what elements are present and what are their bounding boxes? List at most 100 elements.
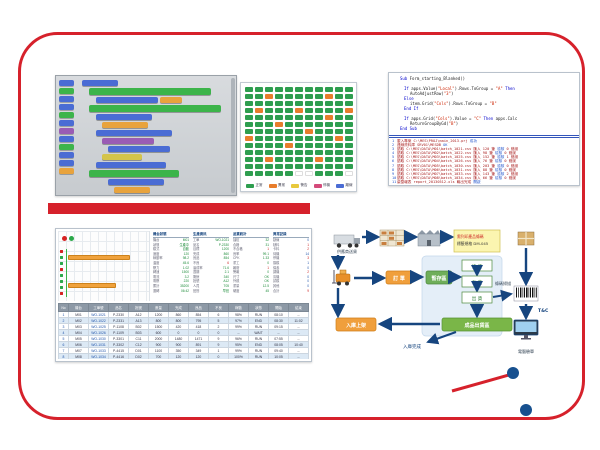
grid-cell: [335, 164, 343, 169]
gantt-mark: [60, 268, 63, 271]
legend-chip: [246, 183, 254, 188]
value-number: 06:42: [181, 288, 189, 293]
code-block: [96, 130, 172, 136]
flow-label-order: 訂 單: [393, 275, 405, 282]
grid-cell: [265, 108, 273, 113]
code-block: [108, 146, 170, 152]
legend-item: 停機: [313, 183, 330, 188]
code-block: [89, 105, 221, 112]
block-editor-screenshot[interactable]: [55, 75, 237, 196]
gantt-area: [58, 231, 150, 301]
palette-block: [59, 136, 74, 142]
grid-cell: [275, 150, 283, 155]
legend-item: 離線: [336, 183, 353, 188]
gantt-mark: [60, 262, 63, 265]
status-grid-screenshot[interactable]: 正常異常警告停機離線: [240, 82, 357, 192]
table-header-cell: 結束: [288, 303, 309, 312]
grid-cell: [325, 129, 333, 134]
grid-cell: [345, 87, 353, 92]
gantt-bar: [68, 255, 130, 260]
flow-note-line2: 標籤規格 DM-045: [457, 241, 489, 246]
scrollbar[interactable]: [231, 78, 235, 193]
grid-cell: [275, 108, 283, 113]
grid-cell: [265, 150, 273, 155]
flow-label-supplier: 供應商送貨: [337, 248, 357, 254]
table-cell: WO-1034: [88, 353, 109, 359]
code-editor-screenshot[interactable]: Sub Form_starting_Blanked() If apps.Valu…: [388, 72, 580, 186]
grid-cell: [315, 101, 323, 106]
grid-cell: [245, 164, 253, 169]
grid-cell: [335, 115, 343, 120]
grid-cell: [315, 87, 323, 92]
monitor-icon: [513, 319, 539, 340]
grid-cell: [325, 101, 333, 106]
grid-cell: [285, 115, 293, 120]
grid-legend: 正常異常警告停機離線: [246, 183, 353, 188]
gantt-now-line: [66, 249, 67, 297]
status-dot-green: [69, 236, 74, 241]
status-dot-red: [62, 236, 67, 241]
palette-block: [59, 168, 74, 174]
value-label: 硬度: [233, 288, 240, 293]
forklift-icon: [332, 269, 351, 286]
grid-cell: [265, 164, 273, 169]
value-label: 班別: [193, 288, 200, 293]
grid-cell: [325, 150, 333, 155]
grid-cell: [275, 164, 283, 169]
grid-cell: [275, 129, 283, 134]
grid-cell: [345, 171, 353, 176]
warehouse-flow-diagram[interactable]: 供應商送貨 需列印產品條碼: [330, 228, 562, 365]
legend-chip: [336, 183, 344, 188]
block-palette: [59, 80, 75, 176]
palette-block: [59, 104, 74, 110]
legend-label: 異常: [278, 183, 285, 187]
putaway-box: 入庫上架: [335, 317, 377, 332]
rack-icon: [379, 229, 405, 247]
grid-cell: [255, 115, 263, 120]
grid-cell: [295, 164, 303, 169]
grid-cell: [335, 171, 343, 176]
grid-cell: [305, 94, 313, 99]
legend-label: 停機: [323, 183, 330, 187]
grid-cell: [245, 115, 253, 120]
table-cell: 8: [58, 353, 69, 359]
grid-cell: [245, 108, 253, 113]
pick-box: 揀 貨: [461, 259, 493, 272]
gantt-mark: [60, 286, 63, 289]
grid-cell: [255, 164, 263, 169]
gantt-bar: [68, 283, 116, 288]
value-number: 早班: [222, 288, 229, 293]
table-cell: M08: [68, 353, 89, 359]
gantt-mark: [60, 292, 63, 295]
grid-cell: [245, 136, 253, 141]
grid-cell: [255, 101, 263, 106]
grid-cell: [345, 157, 353, 162]
grid-cell: [305, 108, 313, 113]
legend-chip: [313, 183, 322, 188]
grid-cell: [295, 122, 303, 127]
table-header-cell: 完成: [168, 303, 189, 312]
table-cell: 120: [168, 353, 189, 359]
grid-cell: [325, 171, 333, 176]
code-block: [160, 97, 182, 103]
table-header-cell: 品名: [108, 303, 129, 312]
grid-cell: [315, 143, 323, 148]
flow-label-stage: 暫存區: [431, 275, 446, 282]
grid-cell: [285, 157, 293, 162]
table-cell: P-4416: [108, 353, 129, 359]
grid-cell: [345, 136, 353, 141]
grid-cell: [315, 94, 323, 99]
grid-cell: [275, 115, 283, 120]
grid-cell: [255, 108, 263, 113]
grid-cell: [335, 87, 343, 92]
palette-block: [59, 120, 74, 126]
table-cell: 120: [188, 353, 209, 359]
grid-cell: [275, 87, 283, 92]
grid-cell: [265, 143, 273, 148]
code-block: [102, 138, 154, 144]
